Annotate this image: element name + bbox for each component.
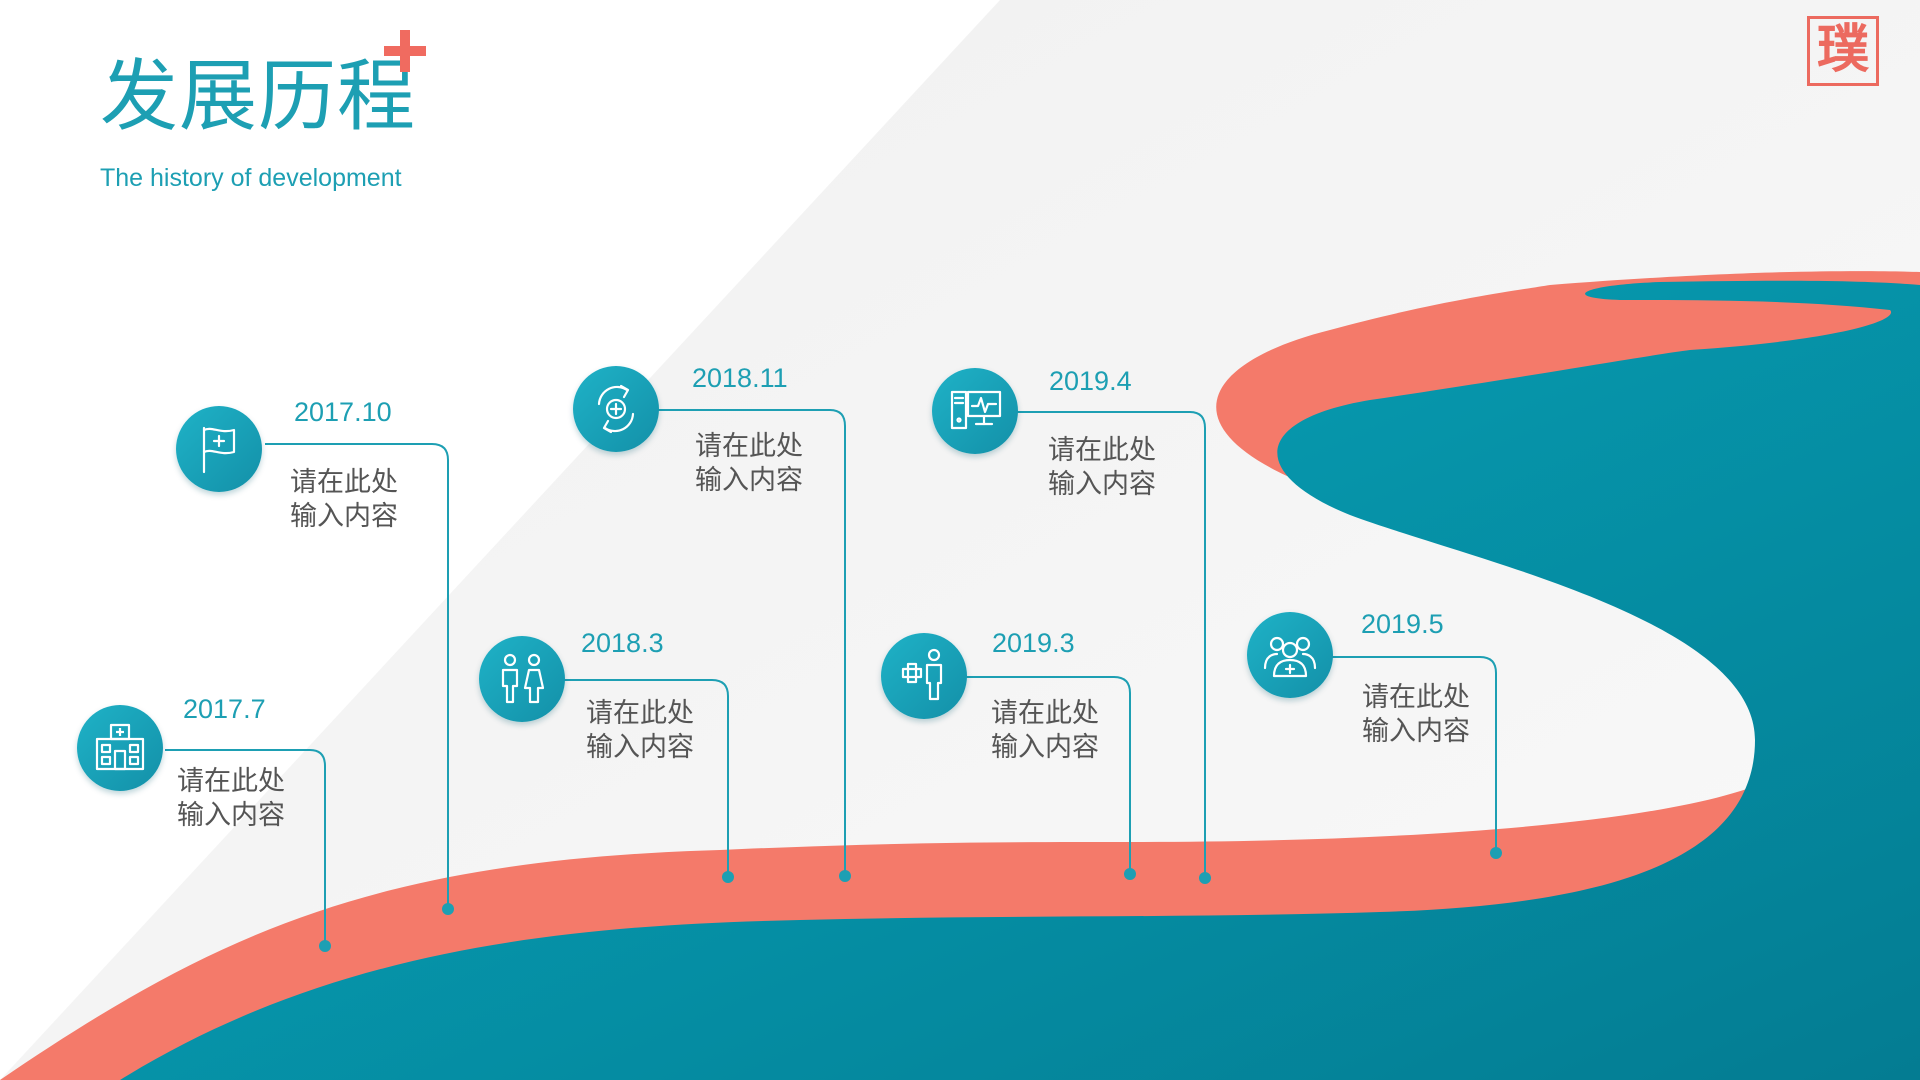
connector-2017-10 <box>265 443 449 909</box>
doctor-icon <box>881 633 967 719</box>
milestone-line2: 输入内容 <box>586 732 694 763</box>
connector-dot-2019-4 <box>1199 872 1211 884</box>
monitor-icon <box>932 368 1018 454</box>
milestone-line1: 请在此处 <box>695 431 803 462</box>
connector-2018-3 <box>560 679 729 877</box>
milestone-line1: 请在此处 <box>177 766 285 797</box>
milestone-description: 请在此处 输入内容 <box>991 697 1099 765</box>
milestone-date: 2019.3 <box>992 628 1075 658</box>
milestone-line2: 输入内容 <box>177 800 285 831</box>
hospital-icon <box>77 705 163 791</box>
teal-road-edge <box>120 280 1920 1080</box>
milestone-line1: 请在此处 <box>290 467 398 498</box>
connector-2019-4 <box>1016 411 1206 878</box>
milestone-line2: 输入内容 <box>991 732 1099 763</box>
milestone-line2: 输入内容 <box>290 501 398 532</box>
milestone-line2: 输入内容 <box>695 465 803 496</box>
seal-logo: 璞 <box>1807 16 1879 86</box>
page-subtitle: The history of development <box>100 164 402 192</box>
connector-dot-2018-11 <box>839 870 851 882</box>
connector-2019-3 <box>962 676 1131 874</box>
cycle-icon <box>573 366 659 452</box>
milestone-line1: 请在此处 <box>586 698 694 729</box>
milestone-line1: 请在此处 <box>991 698 1099 729</box>
milestone-description: 请在此处 输入内容 <box>695 430 803 498</box>
plus-icon <box>384 30 426 72</box>
connector-2019-5 <box>1331 656 1497 853</box>
milestone-line1: 请在此处 <box>1048 435 1156 466</box>
milestone-date: 2019.5 <box>1361 609 1444 639</box>
connector-dot-2019-5 <box>1490 847 1502 859</box>
page-title: 发展历程 <box>100 52 417 142</box>
milestone-description: 请在此处 输入内容 <box>177 765 285 833</box>
connector-dot-2019-3 <box>1124 868 1136 880</box>
milestone-date: 2017.7 <box>183 694 266 724</box>
connector-2017-7 <box>165 749 326 946</box>
milestone-date: 2019.4 <box>1049 366 1132 396</box>
milestone-line2: 输入内容 <box>1362 716 1470 747</box>
milestone-description: 请在此处 输入内容 <box>586 697 694 765</box>
people-icon <box>479 636 565 722</box>
milestone-date: 2018.3 <box>581 628 664 658</box>
connector-dot-2017-10 <box>442 903 454 915</box>
milestone-description: 请在此处 输入内容 <box>1048 434 1156 502</box>
medical-team-icon <box>1247 612 1333 698</box>
milestone-line2: 输入内容 <box>1048 469 1156 500</box>
milestone-date: 2018.11 <box>692 363 788 393</box>
milestone-date: 2017.10 <box>294 397 392 427</box>
milestone-line1: 请在此处 <box>1362 682 1470 713</box>
flag-icon <box>176 406 262 492</box>
milestone-description: 请在此处 输入内容 <box>290 466 398 534</box>
connector-2018-11 <box>657 409 846 876</box>
milestone-description: 请在此处 输入内容 <box>1362 681 1470 749</box>
connector-dot-2017-7 <box>319 940 331 952</box>
connector-dot-2018-3 <box>722 871 734 883</box>
